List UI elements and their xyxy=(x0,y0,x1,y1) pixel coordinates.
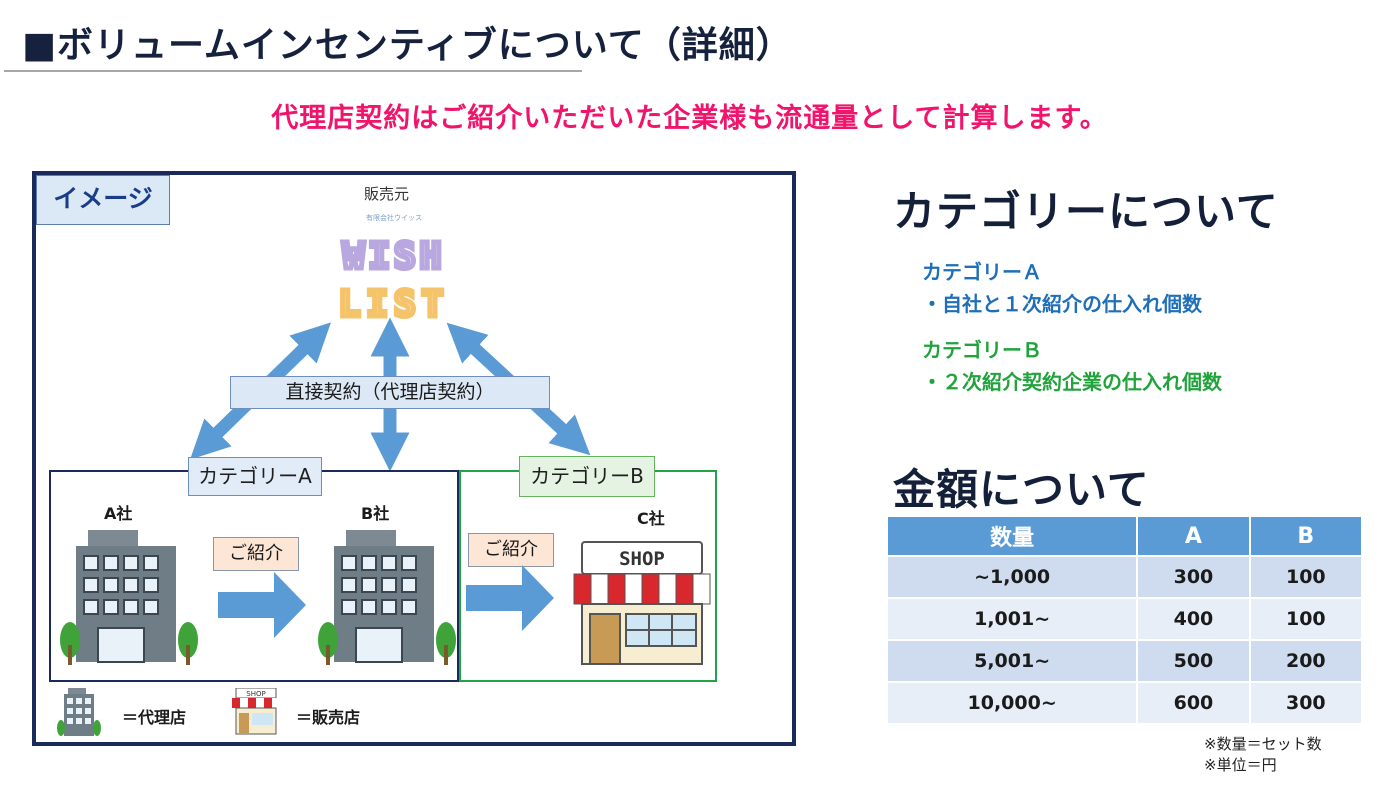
company-b-label: B社 xyxy=(361,504,390,523)
legend-shop-sign-text: SHOP xyxy=(246,690,265,698)
title-underline xyxy=(4,70,582,72)
logo-line-1: WISH xyxy=(343,236,446,277)
price-b-cell: 300 xyxy=(1250,683,1361,723)
price-b-cell: 200 xyxy=(1250,641,1361,681)
price-a-cell: 300 xyxy=(1138,557,1249,597)
company-a-label: A社 xyxy=(104,504,133,523)
company-c-label: C社 xyxy=(637,509,665,528)
shop-c-icon: SHOP xyxy=(573,541,711,665)
legend-seller-icon: SHOP xyxy=(232,688,280,735)
category-b-tag: カテゴリーB xyxy=(519,456,655,497)
note-unit: ※単位＝円 xyxy=(1204,756,1277,774)
price-b-cell: 100 xyxy=(1250,599,1361,639)
price-a-cell: 500 xyxy=(1138,641,1249,681)
introduction-label-1: ご紹介 xyxy=(213,537,299,571)
column-header-quantity: 数量 xyxy=(888,517,1137,555)
building-a-icon xyxy=(60,530,198,665)
category-a-description: ・自社と１次紹介の仕入れ個数 xyxy=(922,292,1202,316)
table-row: ~1,000 300 100 xyxy=(888,557,1361,597)
introduction-label-2: ご紹介 xyxy=(468,533,554,567)
price-a-cell: 400 xyxy=(1138,599,1249,639)
quantity-cell: 10,000~ xyxy=(888,683,1137,723)
image-frame xyxy=(32,171,796,746)
page-title: ■ボリュームインセンティブについて（詳細） xyxy=(22,25,793,66)
category-heading: カテゴリーについて xyxy=(893,187,1279,236)
introduction-arrow-2 xyxy=(466,565,554,631)
table-header-row: 数量 A B xyxy=(888,517,1361,555)
category-a-title: カテゴリーＡ xyxy=(922,260,1042,284)
price-b-cell: 100 xyxy=(1250,557,1361,597)
building-b-icon xyxy=(318,530,456,665)
image-label: イメージ xyxy=(36,175,170,225)
shop-sign-text: SHOP xyxy=(619,548,665,570)
column-header-a: A xyxy=(1138,517,1249,555)
table-row: 5,001~ 500 200 xyxy=(888,641,1361,681)
note-quantity: ※数量＝セット数 xyxy=(1204,735,1322,753)
pricing-table: 数量 A B ~1,000 300 100 1,001~ 400 100 5,0… xyxy=(886,515,1363,725)
quantity-cell: ~1,000 xyxy=(888,557,1137,597)
introduction-arrow-1 xyxy=(218,572,306,638)
subtitle: 代理店契約はご紹介いただいた企業様も流通量として計算します。 xyxy=(271,103,1108,134)
legend-agency-text: ＝代理店 xyxy=(122,708,187,727)
table-row: 1,001~ 400 100 xyxy=(888,599,1361,639)
category-a-tag: カテゴリーA xyxy=(188,457,322,496)
price-a-cell: 600 xyxy=(1138,683,1249,723)
logo-small-text: 有限会社ウイッス xyxy=(366,213,422,222)
category-b-description: ・２次紹介契約企業の仕入れ個数 xyxy=(922,370,1222,394)
quantity-cell: 1,001~ xyxy=(888,599,1137,639)
legend-seller-text: ＝販売店 xyxy=(296,708,361,727)
category-b-title: カテゴリーＢ xyxy=(922,338,1042,362)
direct-contract-label: 直接契約（代理店契約） xyxy=(230,376,550,409)
pricing-heading: 金額について xyxy=(893,465,1150,514)
legend-agency-icon xyxy=(57,688,101,736)
column-header-b: B xyxy=(1250,517,1361,555)
seller-caption: 販売元 xyxy=(364,185,410,203)
quantity-cell: 5,001~ xyxy=(888,641,1137,681)
table-row: 10,000~ 600 300 xyxy=(888,683,1361,723)
